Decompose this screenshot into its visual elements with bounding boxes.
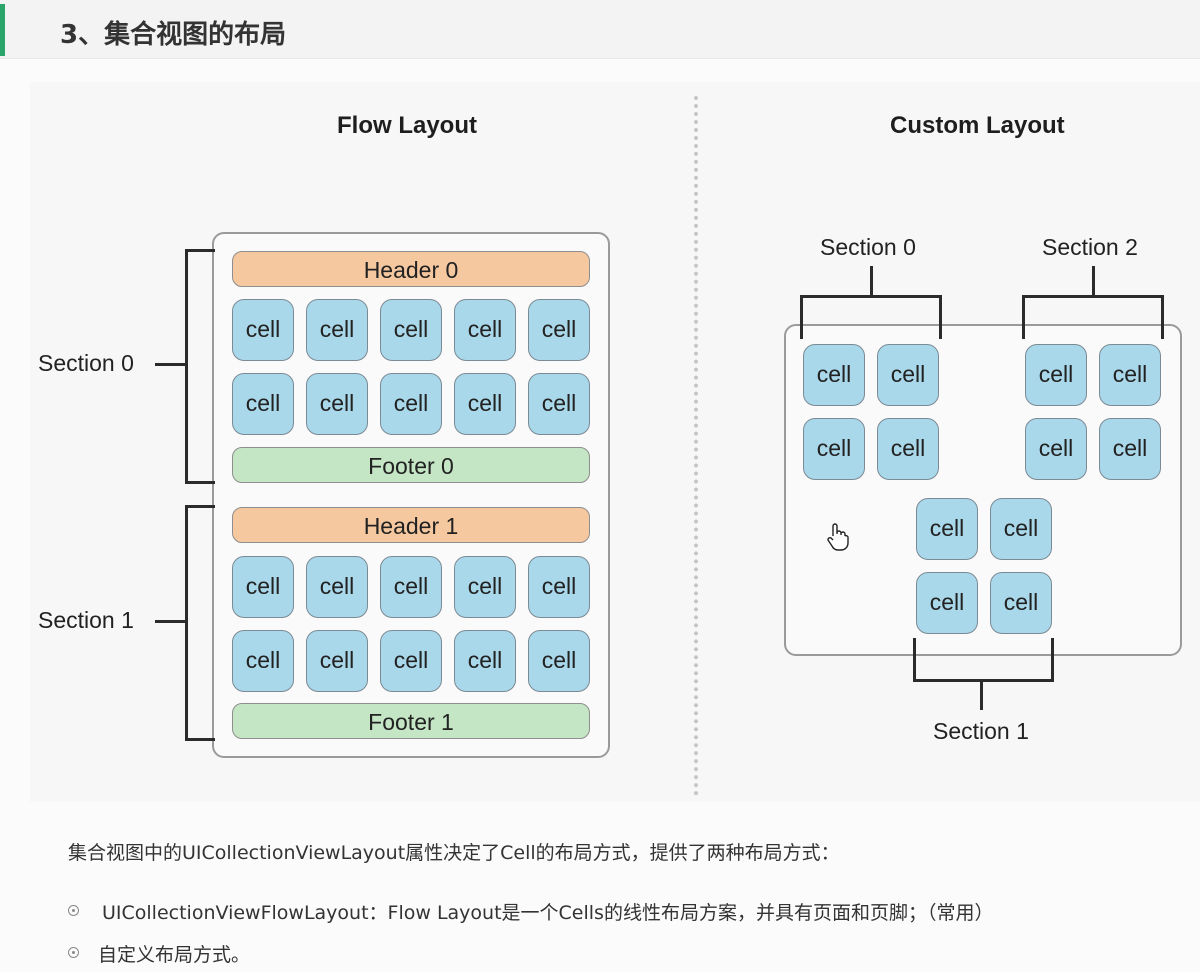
custom-section-1-bracket-left (913, 638, 916, 682)
custom-section-0-bracket-bar (800, 295, 942, 298)
flow-cell: cell (380, 630, 442, 692)
flow-cell: cell (380, 373, 442, 435)
section-1-pointer (155, 620, 185, 623)
flow-cell: cell (528, 630, 590, 692)
custom-cell: cell (1025, 418, 1087, 480)
custom-cell: cell (877, 418, 939, 480)
custom-cell: cell (990, 572, 1052, 634)
custom-section-2-bracket-left (1022, 295, 1025, 339)
footer-1: Footer 1 (232, 703, 590, 739)
custom-cell: cell (916, 572, 978, 634)
custom-layout-heading: Custom Layout (890, 112, 1065, 139)
custom-section-2-bracket-bar (1022, 295, 1164, 298)
header-1: Header 1 (232, 507, 590, 543)
custom-cell: cell (803, 418, 865, 480)
hand-cursor-icon (827, 523, 849, 551)
custom-cell: cell (1099, 418, 1161, 480)
flow-cell: cell (306, 556, 368, 618)
flow-cell: cell (306, 630, 368, 692)
section-0-bracket-bottom (185, 481, 215, 484)
bullet-icon (68, 905, 79, 916)
flow-cell: cell (454, 299, 516, 361)
custom-cell: cell (1099, 344, 1161, 406)
custom-section-2-label: Section 2 (1042, 234, 1138, 260)
title-bar: 3、集合视图的布局 (0, 0, 1200, 59)
page-title: 3、集合视图的布局 (60, 20, 287, 50)
flow-cell: cell (454, 630, 516, 692)
footer-0: Footer 0 (232, 447, 590, 483)
custom-section-2-bracket-right (1161, 295, 1164, 339)
flow-cell: cell (528, 299, 590, 361)
flow-cell: cell (232, 556, 294, 618)
flow-cell: cell (528, 373, 590, 435)
bullet-item-flow: UICollectionViewFlowLayout：Flow Layout是一… (102, 902, 994, 924)
section-0-bracket-top (185, 249, 215, 252)
intro-text: 集合视图中的UICollectionViewLayout属性决定了Cell的布局… (68, 842, 840, 864)
header-0: Header 0 (232, 251, 590, 287)
section-1-label: Section 1 (38, 607, 134, 633)
section-0-pointer (155, 363, 185, 366)
flow-layout-heading: Flow Layout (337, 112, 477, 139)
flow-cell: cell (528, 556, 590, 618)
custom-cell: cell (877, 344, 939, 406)
bullet-icon (68, 947, 79, 958)
bullet-item-custom: 自定义布局方式。 (98, 944, 251, 966)
flow-cell: cell (454, 556, 516, 618)
section-0-bracket-spine (185, 249, 188, 484)
flow-cell: cell (306, 299, 368, 361)
custom-cell: cell (916, 498, 978, 560)
flow-cell: cell (454, 373, 516, 435)
flow-cell: cell (306, 373, 368, 435)
divider (694, 96, 698, 796)
custom-cell: cell (803, 344, 865, 406)
custom-cell: cell (1025, 344, 1087, 406)
section-0-label: Section 0 (38, 350, 134, 376)
custom-section-0-bracket-right (939, 295, 942, 339)
section-1-bracket-bottom (185, 738, 215, 741)
custom-section-1-stem (980, 679, 983, 710)
flow-cell: cell (232, 299, 294, 361)
custom-section-1-label: Section 1 (933, 718, 1029, 744)
custom-cell: cell (990, 498, 1052, 560)
custom-section-0-bracket-left (800, 295, 803, 339)
section-1-bracket-spine (185, 505, 188, 741)
flow-cell: cell (232, 630, 294, 692)
flow-cell: cell (232, 373, 294, 435)
custom-section-0-label: Section 0 (820, 234, 916, 260)
flow-cell: cell (380, 556, 442, 618)
section-1-bracket-top (185, 505, 215, 508)
custom-section-2-stem (1092, 266, 1095, 297)
title-accent (0, 4, 5, 56)
custom-section-1-bracket-bar (913, 679, 1054, 682)
flow-cell: cell (380, 299, 442, 361)
custom-section-1-bracket-right (1051, 638, 1054, 682)
custom-section-0-stem (870, 266, 873, 297)
